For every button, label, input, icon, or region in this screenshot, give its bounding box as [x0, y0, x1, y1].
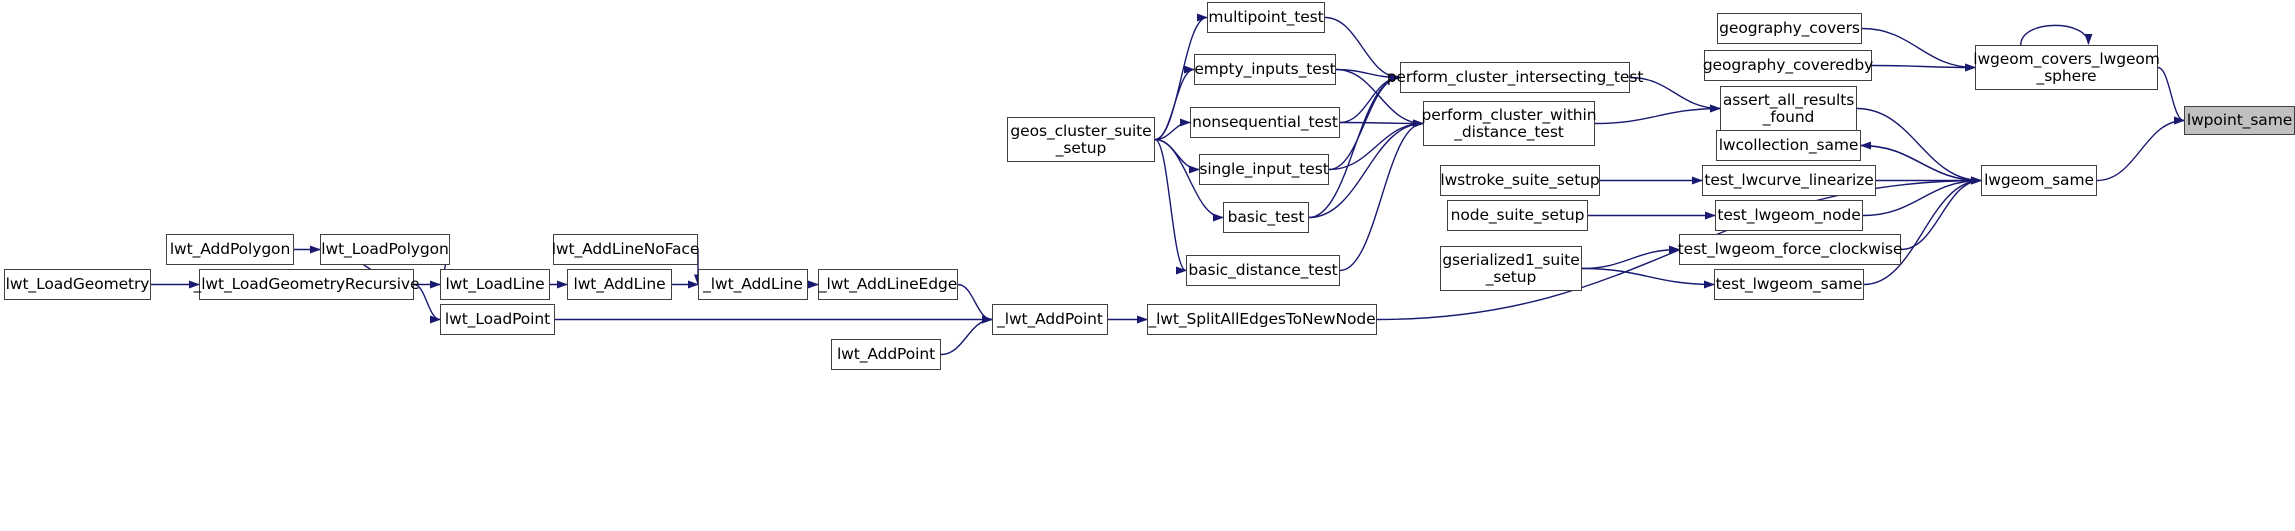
graph-node-assert_all_results_found[interactable]: assert_all_results _found — [1720, 86, 1857, 131]
graph-node-label: basic_distance_test — [1188, 261, 1338, 280]
graph-node-label: geos_cluster_suite _setup — [1010, 121, 1152, 157]
graph-node-lwgeom_covers_lwgeom_sphere[interactable]: lwgeom_covers_lwgeom _sphere — [1973, 45, 2160, 90]
graph-node-_lwt_AddLineEdge[interactable]: _lwt_AddLineEdge — [818, 269, 958, 300]
graph-node-lwgeom_same[interactable]: lwgeom_same — [1981, 165, 2097, 196]
graph-node-label: test_lwgeom_force_clockwise — [1677, 240, 1903, 259]
graph-node-label: empty_inputs_test — [1194, 60, 1336, 79]
graph-node-label: lwgeom_same — [1984, 171, 2094, 190]
graph-node-basic_test[interactable]: basic_test — [1223, 202, 1309, 233]
graph-node-lwt_AddLine[interactable]: lwt_AddLine — [567, 269, 672, 300]
graph-node-label: nonsequential_test — [1192, 113, 1338, 132]
graph-node-label: _lwt_SplitAllEdgesToNewNode — [1148, 310, 1376, 329]
graph-node-label: _lwt_AddLineEdge — [818, 275, 958, 294]
graph-node-multipoint_test[interactable]: multipoint_test — [1207, 2, 1325, 33]
graph-node-_lwt_AddPoint[interactable]: _lwt_AddPoint — [992, 304, 1108, 335]
graph-node-_lwt_LoadGeometryRecursive[interactable]: _lwt_LoadGeometryRecursive — [194, 269, 420, 300]
graph-node-label: _lwt_LoadGeometryRecursive — [193, 275, 420, 294]
graph-node-lwt_LoadPolygon[interactable]: lwt_LoadPolygon — [320, 234, 450, 265]
graph-node-label: lwt_LoadLine — [445, 275, 545, 294]
graph-node-label: lwt_AddPolygon — [169, 240, 291, 259]
graph-node-label: test_lwgeom_node — [1717, 206, 1861, 225]
graph-node-single_input_test[interactable]: single_input_test — [1199, 154, 1329, 185]
graph-node-lwcollection_same[interactable]: lwcollection_same — [1716, 130, 1861, 161]
graph-node-test_lwgeom_force_clockwise[interactable]: test_lwgeom_force_clockwise — [1678, 234, 1902, 265]
graph-node-gserialized1_suite_setup[interactable]: gserialized1_suite _setup — [1440, 246, 1582, 291]
graph-node-label: perform_cluster_within _distance_test — [1421, 105, 1597, 141]
graph-node-geography_covers[interactable]: geography_covers — [1717, 13, 1862, 44]
graph-node-lwt_LoadLine[interactable]: lwt_LoadLine — [440, 269, 550, 300]
graph-node-label: lwt_LoadGeometry — [5, 275, 150, 294]
graph-node-_lwt_AddLine[interactable]: _lwt_AddLine — [698, 269, 808, 300]
graph-node-lwt_AddLineNoFace[interactable]: lwt_AddLineNoFace — [552, 234, 699, 265]
graph-node-label: node_suite_setup — [1450, 206, 1585, 225]
graph-node-_lwt_SplitAllEdgesToNewNode[interactable]: _lwt_SplitAllEdgesToNewNode — [1147, 304, 1377, 335]
graph-node-label: single_input_test — [1199, 160, 1329, 179]
graph-node-basic_distance_test[interactable]: basic_distance_test — [1186, 255, 1340, 286]
graph-node-label: lwcollection_same — [1718, 136, 1859, 155]
graph-node-node_suite_setup[interactable]: node_suite_setup — [1447, 200, 1588, 231]
graph-node-geography_coveredby[interactable]: geography_coveredby — [1703, 50, 1873, 81]
graph-node-label: lwgeom_covers_lwgeom _sphere — [1973, 49, 2160, 85]
graph-node-label: geography_covers — [1719, 19, 1860, 38]
graph-node-label: multipoint_test — [1208, 8, 1324, 27]
graph-node-lwt_LoadGeometry[interactable]: lwt_LoadGeometry — [4, 269, 151, 300]
graph-node-label: lwstroke_suite_setup — [1440, 171, 1600, 190]
graph-node-test_lwgeom_node[interactable]: test_lwgeom_node — [1715, 200, 1863, 231]
graph-node-label: geography_coveredby — [1702, 56, 1874, 75]
graph-node-lwt_AddPoint[interactable]: lwt_AddPoint — [831, 339, 941, 370]
graph-node-lwt_LoadPoint[interactable]: lwt_LoadPoint — [440, 304, 555, 335]
graph-node-test_lwcurve_linearize[interactable]: test_lwcurve_linearize — [1702, 165, 1876, 196]
graph-node-label: lwt_AddLineNoFace — [551, 240, 700, 259]
graph-node-label: lwt_AddLine — [573, 275, 666, 294]
graph-node-nonsequential_test[interactable]: nonsequential_test — [1190, 107, 1340, 138]
graph-node-label: test_lwcurve_linearize — [1704, 171, 1874, 190]
graph-node-label: assert_all_results _found — [1722, 90, 1855, 126]
graph-node-label: lwt_AddPoint — [836, 345, 936, 364]
graph-node-label: test_lwgeom_same — [1715, 275, 1863, 294]
graph-node-label: gserialized1_suite _setup — [1442, 250, 1580, 286]
graph-node-lwt_AddPolygon[interactable]: lwt_AddPolygon — [166, 234, 294, 265]
graph-node-label: lwpoint_same — [2186, 111, 2293, 130]
graph-node-label: perform_cluster_intersecting_test — [1386, 68, 1644, 87]
graph-node-perform_cluster_intersecting_test[interactable]: perform_cluster_intersecting_test — [1387, 62, 1643, 93]
graph-node-label: _lwt_AddPoint — [997, 310, 1103, 329]
graph-node-lwstroke_suite_setup[interactable]: lwstroke_suite_setup — [1440, 165, 1600, 196]
graph-node-label: _lwt_AddLine — [703, 275, 803, 294]
graph-node-perform_cluster_within_distance_test[interactable]: perform_cluster_within _distance_test — [1422, 101, 1597, 146]
graph-node-label: lwt_LoadPolygon — [321, 240, 449, 259]
graph-node-test_lwgeom_same[interactable]: test_lwgeom_same — [1714, 269, 1864, 300]
graph-node-lwpoint_same[interactable]: lwpoint_same — [2184, 106, 2295, 135]
graph-node-label: lwt_LoadPoint — [444, 310, 551, 329]
graph-node-geos_cluster_suite_setup[interactable]: geos_cluster_suite _setup — [1007, 117, 1155, 162]
graph-node-empty_inputs_test[interactable]: empty_inputs_test — [1194, 54, 1336, 85]
graph-node-label: basic_test — [1227, 208, 1305, 227]
